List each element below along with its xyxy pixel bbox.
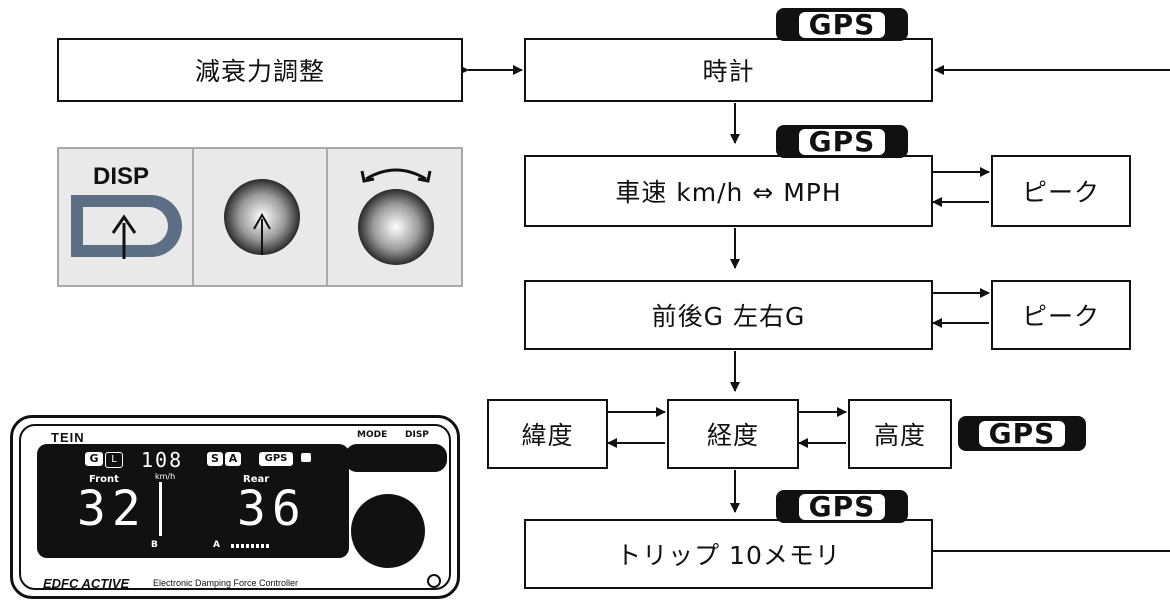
- front-label: Front: [89, 474, 119, 485]
- controls-legend: DISP: [57, 147, 463, 287]
- longitude-box: 経度: [667, 399, 799, 469]
- disp-label: DISP: [93, 163, 150, 190]
- gps-badge-text: GPS: [978, 417, 1066, 450]
- knob-rotate-cell: [328, 149, 461, 285]
- device-disp-label: DISP: [405, 430, 429, 440]
- disp-button-icon: [71, 195, 182, 259]
- gps-indicator: GPS: [259, 452, 293, 466]
- gps-badge-clock: GPS: [776, 8, 908, 41]
- b-marker: B: [151, 540, 158, 550]
- g-indicator: G: [85, 452, 103, 466]
- device-screen: G L 108 km/h S A GPS Front Rear 32 36 B …: [37, 444, 349, 558]
- speed-box: 車速 km/h ⇔ MPH: [524, 155, 933, 227]
- gps-badge-speed: GPS: [776, 125, 908, 158]
- damping-adjust-label: 減衰力調整: [194, 57, 325, 86]
- edfc-device: TEIN G L 108 km/h S A GPS Front Rear 32 …: [10, 415, 460, 599]
- speed-readout: 108: [141, 448, 184, 472]
- damping-adjust-box: 減衰力調整: [57, 38, 463, 102]
- tein-logo: TEIN: [51, 430, 85, 445]
- power-indicator: [427, 574, 441, 588]
- clock-box: 時計: [524, 38, 933, 102]
- altitude-label: 高度: [873, 421, 926, 450]
- s-indicator: S: [207, 452, 223, 466]
- trip-label: トリップ 10メモリ: [616, 541, 841, 570]
- front-value: 32: [77, 481, 147, 537]
- disp-button-cell: DISP: [59, 149, 194, 285]
- mode-label: MODE: [357, 430, 388, 440]
- g-peak-label: ピーク: [1021, 302, 1100, 331]
- knob-press-cell: [194, 149, 329, 285]
- rear-value: 36: [237, 481, 307, 537]
- knob-rotate-icon: [358, 168, 435, 265]
- l-indicator: L: [105, 452, 123, 468]
- lock-icon: [301, 453, 311, 462]
- clock-label: 時計: [702, 57, 755, 86]
- longitude-label: 経度: [706, 421, 759, 450]
- control-knob[interactable]: [351, 494, 425, 568]
- model-name: EDFC ACTIVE: [43, 576, 130, 591]
- latitude-label: 緯度: [521, 421, 574, 450]
- knob-press-icon: [223, 179, 300, 255]
- g-peak-box: ピーク: [991, 280, 1131, 350]
- gps-badge-text: GPS: [798, 490, 886, 523]
- disp-button[interactable]: [395, 444, 447, 472]
- g-force-label: 前後G 左右G: [651, 302, 806, 331]
- trip-box: トリップ 10メモリ: [524, 519, 933, 589]
- a-indicator: A: [225, 452, 241, 466]
- model-tagline: Electronic Damping Force Controller: [153, 578, 299, 588]
- gps-badge-text: GPS: [798, 8, 886, 41]
- mode-button[interactable]: [345, 444, 397, 472]
- speed-peak-box: ピーク: [991, 155, 1131, 227]
- level-bar: [159, 482, 162, 536]
- rear-label: Rear: [243, 474, 270, 485]
- gps-badge-text: GPS: [798, 125, 886, 158]
- speed-unit: km/h: [155, 472, 176, 481]
- gps-badge-trip: GPS: [776, 490, 908, 523]
- speed-label: 車速 km/h ⇔ MPH: [615, 178, 842, 207]
- latitude-box: 緯度: [487, 399, 608, 469]
- altitude-box: 高度: [848, 399, 952, 469]
- segment-bar: [231, 544, 271, 548]
- speed-peak-label: ピーク: [1021, 178, 1100, 207]
- gps-badge-altitude: GPS: [958, 416, 1086, 451]
- g-force-box: 前後G 左右G: [524, 280, 933, 350]
- a-marker: A: [213, 540, 220, 550]
